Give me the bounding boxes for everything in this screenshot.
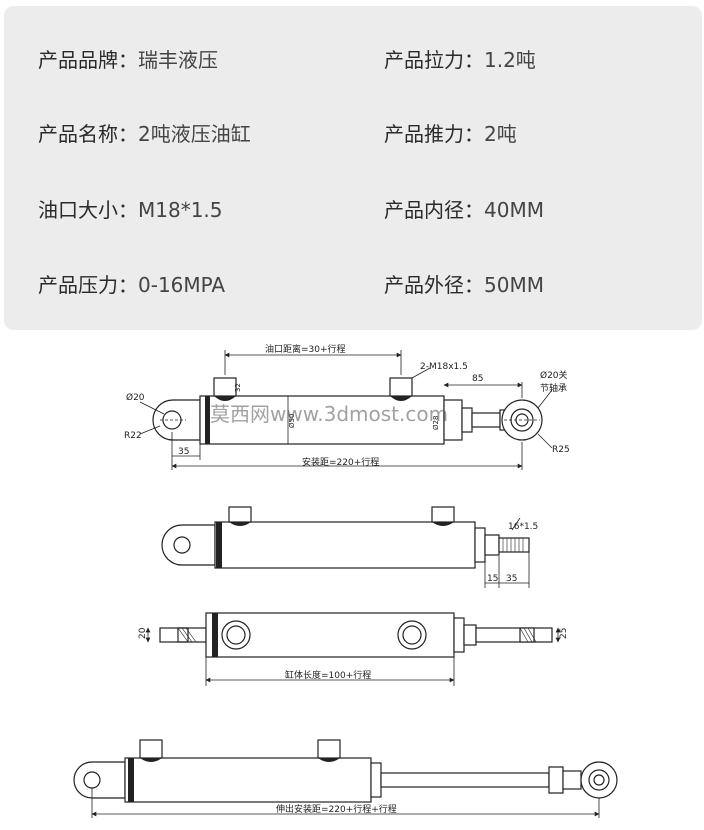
piston-rod: [471, 412, 501, 428]
view4-labels: 伸出安装距=220+行程+行程: [276, 803, 397, 815]
label-radius-right: R25: [552, 445, 570, 455]
label-extended-distance: 伸出安装距=220+行程+行程: [276, 803, 397, 815]
spec-row: 油口大小：M18*1.5 产品内径：40MM: [4, 194, 702, 224]
rod-v3: [475, 627, 553, 643]
spec-label: 产品拉力：: [384, 48, 484, 72]
spec-row: 产品名称：2吨液压油缸 产品推力：2吨: [4, 118, 702, 148]
barrel-ring: [205, 396, 210, 444]
spec-value: 40MM: [484, 198, 544, 222]
spec-value: 2吨液压油缸: [138, 122, 251, 146]
technical-drawing: 油口距离=30+行程 2-M18x1.5 85 Ø20关 节轴承 Ø20 R22…: [73, 343, 618, 818]
label-dim-85: 85: [472, 374, 483, 384]
label-install-distance: 安装距=220+行程: [302, 456, 379, 468]
label-dim-32: 32: [234, 383, 242, 392]
spec-label: 产品品牌：: [38, 48, 138, 72]
view1-labels: 油口距离=30+行程 2-M18x1.5 85 Ø20关 节轴承 Ø20 R22…: [124, 343, 570, 468]
label-dim-35: 35: [178, 447, 189, 457]
spec-pull-force: 产品拉力：1.2吨: [384, 44, 536, 73]
port-right: [389, 377, 413, 397]
port-left: [213, 377, 237, 397]
label-rod-end-bearing: Ø20关: [540, 369, 568, 381]
label-dim-35b: 35: [506, 574, 517, 584]
spec-name: 产品名称：2吨液压油缸: [38, 118, 251, 147]
spec-label: 产品外径：: [384, 273, 484, 297]
spec-label: 产品名称：: [38, 122, 138, 146]
label-dim-15: 15: [487, 574, 498, 584]
spec-port-size: 油口大小：M18*1.5: [38, 194, 223, 223]
label-dim-20: 20: [138, 627, 148, 639]
label-dim-25: 25: [559, 628, 569, 639]
spec-value: M18*1.5: [138, 198, 223, 222]
watermark: 莫西网www.3dmost.com: [210, 402, 448, 426]
spec-value: 50MM: [484, 273, 544, 297]
rod-extended: [380, 772, 550, 788]
spec-label: 产品推力：: [384, 122, 484, 146]
view-side-plain: [161, 506, 530, 588]
spec-brand: 产品品牌：瑞丰液压: [38, 44, 218, 73]
spec-outer-diameter: 产品外径：50MM: [384, 269, 544, 298]
spec-label: 产品内径：: [384, 198, 484, 222]
threaded-rod-end: [498, 537, 530, 553]
spec-value: 1.2吨: [484, 48, 536, 72]
spec-pressure: 产品压力：0-16MPA: [38, 269, 225, 298]
view2-labels: 16*1.5 15 35: [487, 522, 538, 584]
label-dim-50: Ø50: [288, 414, 296, 428]
label-dim-rod: Ø28: [432, 416, 440, 430]
spec-row: 产品品牌：瑞丰液压 产品拉力：1.2吨: [4, 44, 702, 74]
view-top: [145, 612, 561, 686]
label-barrel-length: 缸体长度=100+行程: [285, 669, 371, 681]
label-port-thread: 2-M18x1.5: [420, 362, 468, 372]
barrel-v2: [214, 521, 476, 569]
spec-label: 油口大小：: [38, 198, 138, 222]
view-extended: [73, 739, 618, 818]
spec-value: 0-16MPA: [138, 273, 226, 297]
label-rod-end-bearing-2: 节轴承: [540, 382, 567, 394]
spec-push-force: 产品推力：2吨: [384, 118, 517, 147]
view3-labels: 20 25 缸体长度=100+行程: [138, 627, 569, 681]
spec-inner-diameter: 产品内径：40MM: [384, 194, 544, 223]
spec-value: 2吨: [484, 122, 517, 146]
label-radius-left: R22: [124, 431, 142, 441]
label-pin-dia: Ø20: [126, 392, 145, 403]
spec-value: 瑞丰液压: [138, 48, 218, 72]
view-side-dimensioned: [139, 350, 553, 470]
spec-label: 产品压力：: [38, 273, 138, 297]
spec-row: 产品压力：0-16MPA 产品外径：50MM: [4, 269, 702, 299]
barrel-v4: [124, 757, 372, 803]
barrel: [199, 395, 445, 445]
label-port-distance: 油口距离=30+行程: [265, 343, 346, 355]
label-thread: 16*1.5: [508, 522, 538, 532]
spec-panel: 产品品牌：瑞丰液压 产品拉力：1.2吨 产品名称：2吨液压油缸 产品推力：2吨 …: [4, 6, 702, 330]
